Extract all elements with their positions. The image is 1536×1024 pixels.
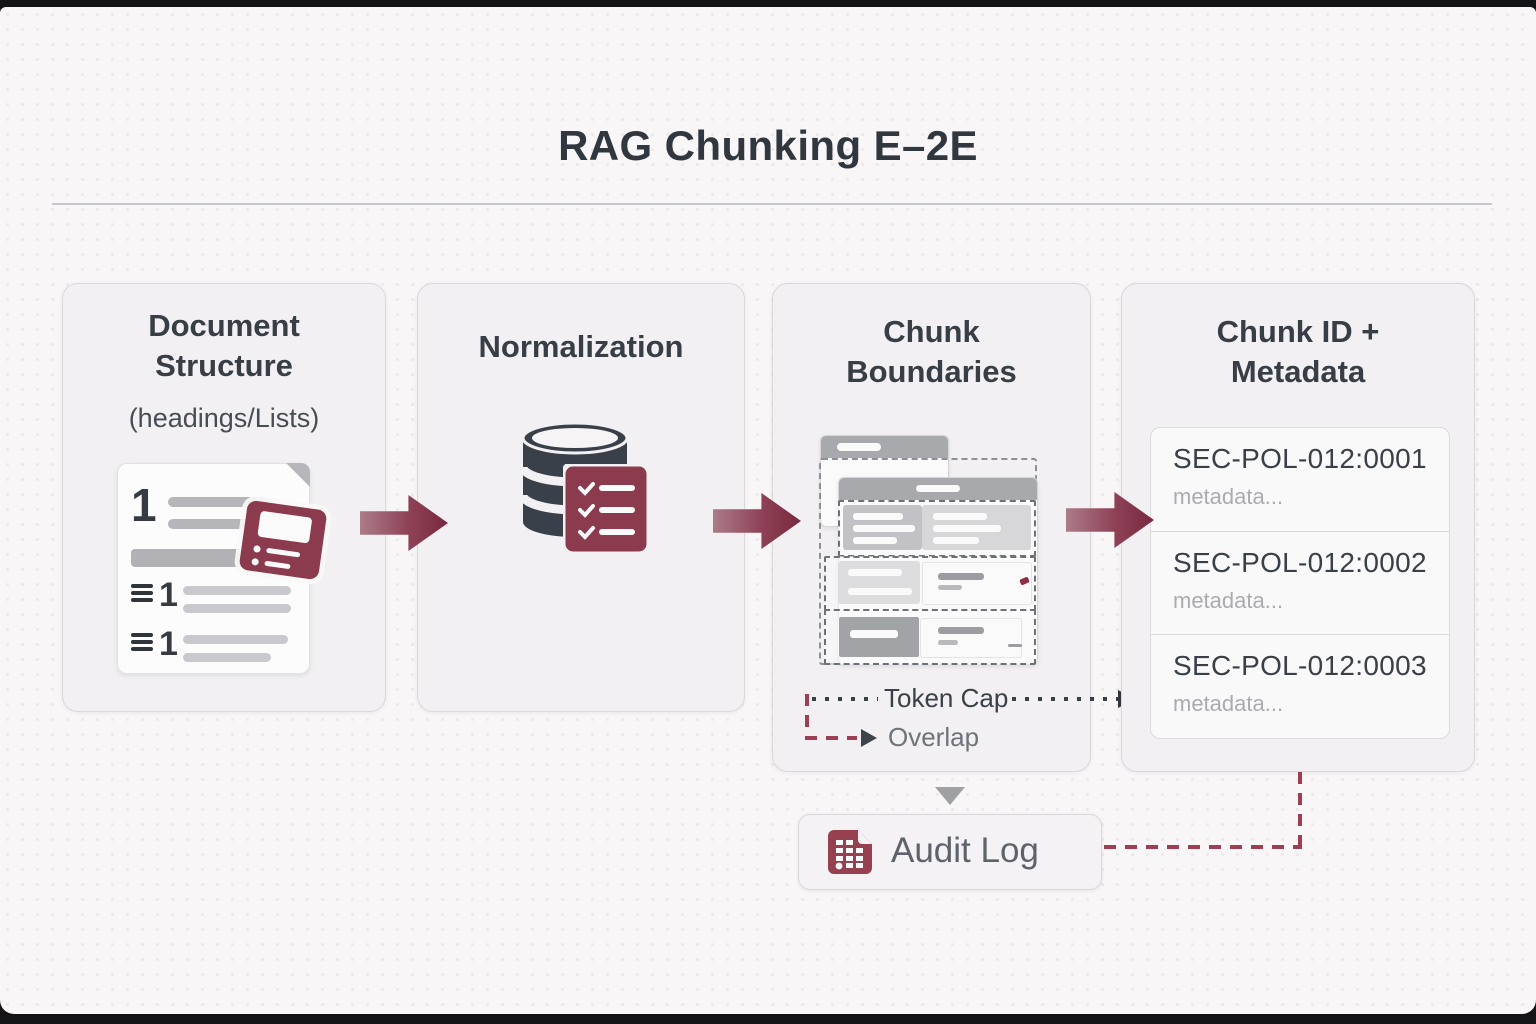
text-line [933,513,987,520]
audit-connector-vertical [1298,772,1302,849]
token-cap-dotted-line [1012,697,1118,701]
chunk-id: SEC-POL-012:0001 [1173,443,1427,474]
chunk-id: SEC-POL-012:0003 [1173,650,1427,682]
list-number: 1 [159,576,178,614]
text-line [1008,644,1022,647]
text-line [938,585,962,590]
chunk-metadata: metadata... [1173,587,1284,613]
chunk-segment-3 [824,609,1036,665]
overlap-dashed-line [805,736,857,740]
chunk-panel [920,618,1022,658]
text-line [853,537,897,544]
titlebar-pill [916,485,960,492]
section-banner-icon [131,549,261,567]
text-line [183,635,288,644]
overlap-arrowhead-icon [861,729,877,747]
card-title: Chunk ID + Metadata [1216,314,1380,390]
text-line [853,525,915,532]
bullet-line [266,547,301,558]
titlebar-pill [837,443,881,451]
text-line [933,537,979,544]
text-line [938,640,958,645]
audit-log-box: Audit Log [798,814,1102,890]
text-line [183,604,291,613]
card-subtitle: (headings/Lists) [128,403,320,433]
card-snippet-icon [238,499,328,581]
down-arrow-icon [935,787,965,805]
text-line [933,525,1001,532]
text-line [938,627,984,634]
card-title: Document Structure [148,308,300,384]
token-cap-label: Token Cap [884,683,1009,713]
list-icon [131,633,153,654]
bullet-dot [251,557,260,566]
audit-log-label: Audit Log [891,831,1039,870]
list-number: 1 [159,625,178,663]
audit-connector-horizontal [1104,845,1302,849]
page-title: RAG Chunking E–2E [558,122,978,169]
snippet-screen [257,510,313,544]
text-line [853,513,903,520]
spreadsheet-icon [828,830,872,874]
bullet-line [264,560,291,570]
chunk-id-list: SEC-POL-012:0001 metadata... SEC-POL-012… [1150,427,1450,739]
text-line [183,653,271,662]
chunk-id-row: SEC-POL-012:0002 metadata... [1151,530,1449,635]
chunk-id: SEC-POL-012:0002 [1173,546,1427,578]
chunk-segment-2 [824,556,1036,611]
list-icon [131,584,153,605]
window-titlebar [821,436,948,458]
checklist-icon [563,464,649,554]
page-fold-icon [286,463,310,487]
text-line [183,586,291,595]
chunk-metadata: metadata... [1173,484,1284,509]
chunk-id-row: SEC-POL-012:0003 metadata... [1151,634,1449,738]
chunk-id-row: SEC-POL-012:0001 metadata... [1151,428,1449,531]
chunk-segment-1 [838,500,1036,557]
bullet-dot [253,545,261,553]
text-line [168,497,268,507]
title-divider [52,203,1492,205]
text-line [938,573,984,580]
heading-number: 1 [131,479,157,531]
chunk-metadata: metadata... [1173,691,1284,717]
chunk-panel [922,562,1032,605]
overlap-label: Overlap [888,722,980,752]
chunk-panel [838,561,920,604]
card-title: Chunk Boundaries [846,314,1017,390]
text-line [168,519,253,529]
text-line [848,588,912,595]
card-title: Normalization [478,329,684,364]
overlap-elbow-line [805,694,809,740]
token-cap-dotted-line [812,697,878,701]
text-line [848,569,902,576]
text-line [850,630,898,638]
